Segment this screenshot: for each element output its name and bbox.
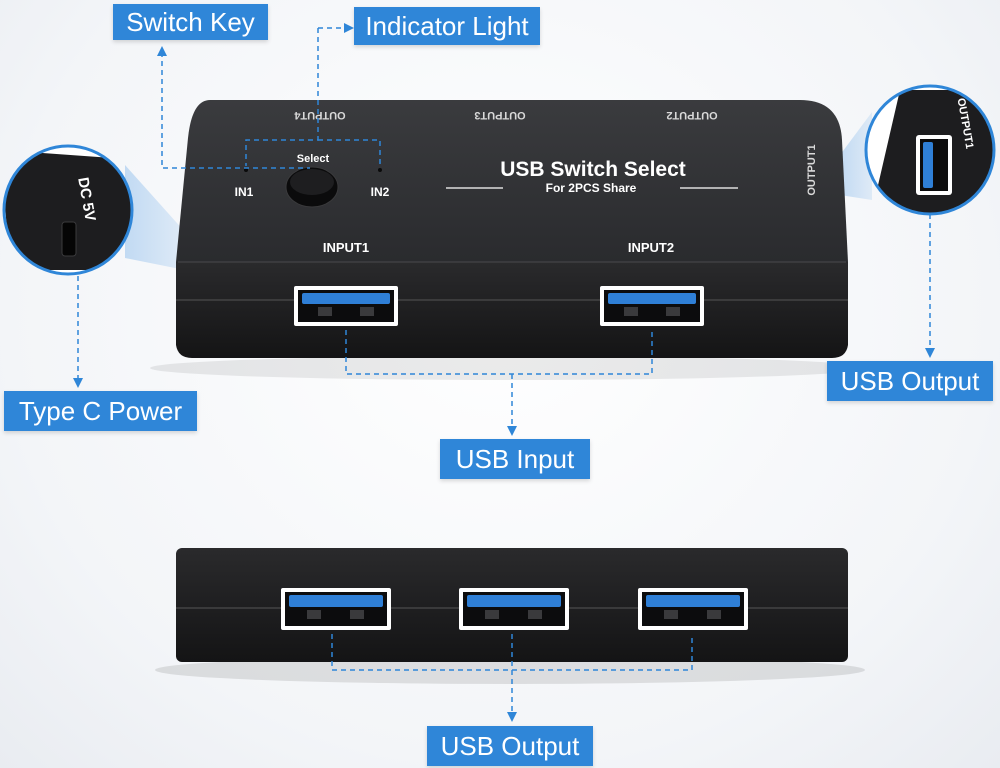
usb-output-port-2[interactable] (459, 588, 569, 630)
in1-label: IN1 (235, 185, 254, 199)
top-device-shadow (150, 356, 870, 380)
switch-key-text: Switch Key (126, 7, 255, 37)
switch-device-back (176, 548, 848, 662)
in1-indicator-led (244, 168, 248, 172)
switch-key-callout: Switch Key (113, 4, 268, 40)
type-c-power-callout: Type C Power (4, 391, 197, 431)
usb-output-text-right: USB Output (840, 366, 980, 396)
type-c-power-text: Type C Power (18, 396, 183, 426)
output3-label: OUTPUT3 (474, 109, 525, 121)
usb-input-text: USB Input (455, 444, 575, 474)
output2-label: OUTPUT2 (666, 109, 717, 121)
select-button-cap (290, 169, 334, 195)
usb-output-text-bottom: USB Output (440, 731, 580, 761)
usb-output-callout-bottom: USB Output (427, 726, 593, 766)
output4-label: OUTPUT4 (293, 109, 345, 121)
select-label: Select (297, 153, 330, 165)
callout-connectors (77, 28, 931, 716)
usb-input1-port[interactable] (294, 286, 398, 326)
usb-output-callout-right: USB Output (827, 361, 993, 401)
in2-label: IN2 (371, 185, 390, 199)
brand-title: USB Switch Select (500, 158, 686, 181)
brand-subtitle: For 2PCS Share (546, 181, 637, 195)
connector-arrowheads (73, 23, 935, 722)
usb-input-callout: USB Input (440, 439, 590, 479)
output1-side-label: OUTPUT1 (806, 144, 818, 195)
switch-device-top: OUTPUT4 OUTPUT3 OUTPUT2 OUTPUT1 Select I… (176, 100, 848, 358)
right-zoom-beam (840, 112, 872, 200)
input1-label: INPUT1 (323, 240, 369, 255)
type-c-port (61, 221, 77, 257)
left-zoom-beam (125, 165, 185, 270)
usb-input2-port[interactable] (600, 286, 704, 326)
usb-output-port-3[interactable] (638, 588, 748, 630)
zoom-circle-output1: OUTPUT1 (864, 84, 996, 216)
indicator-light-callout: Indicator Light (354, 7, 540, 45)
usb-output-port-1[interactable] (281, 588, 391, 630)
indicator-light-text: Indicator Light (365, 11, 529, 41)
zoom-circle-dc-power: DC 5V (2, 144, 134, 276)
input2-label: INPUT2 (628, 240, 674, 255)
in2-indicator-led (378, 168, 382, 172)
